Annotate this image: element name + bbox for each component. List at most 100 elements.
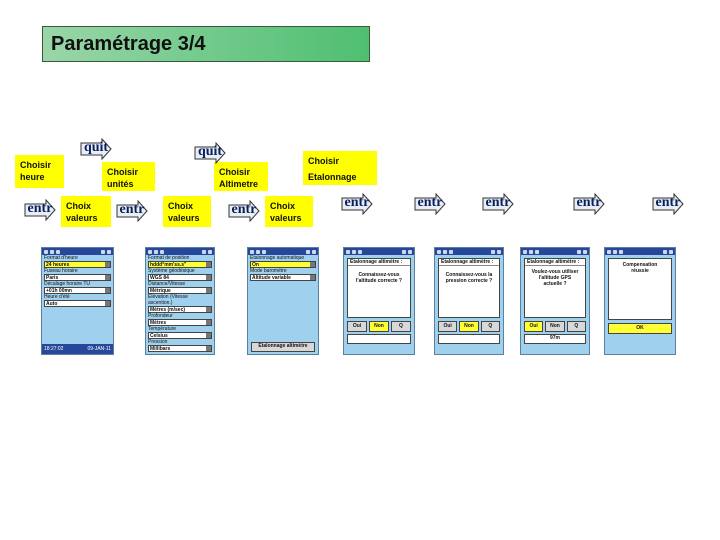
screen-dialog-gps: Etalonnage altimètre : Voulez-vous utili…	[520, 247, 590, 355]
entr-button[interactable]: entr	[116, 200, 148, 222]
field-label: Profondeur	[148, 313, 173, 319]
status-bar	[435, 248, 503, 255]
arrow-right-icon	[24, 199, 56, 221]
dialog-line: Compensation	[622, 262, 658, 268]
screen-compensation: Compensation réussie OK	[604, 247, 676, 355]
dialog-line: actuelle ?	[543, 281, 567, 287]
arrow-right-icon	[414, 193, 446, 215]
quit-button[interactable]: quit	[80, 138, 112, 160]
entr-button[interactable]: entr	[482, 193, 514, 215]
entr-button[interactable]: entr	[341, 193, 373, 215]
screen-dialog-pression: Etalonnage altimètre : Connaissez-vous l…	[434, 247, 504, 355]
no-button[interactable]: Non	[459, 321, 479, 332]
field-label: Heure d'été	[44, 294, 70, 300]
auto-calibration-select[interactable]: On	[250, 261, 316, 268]
timezone-select[interactable]: Paris	[44, 274, 111, 281]
dialog-header: Etalonnage altimètre :	[525, 259, 585, 266]
entr-label: entr	[485, 195, 511, 210]
yes-button[interactable]: Oui	[524, 321, 544, 332]
entr-label: entr	[655, 195, 681, 210]
dialog-line: Connaissez-vous	[358, 272, 400, 278]
screen-unites: Format de position hddd°mm'ss.s" Système…	[145, 247, 215, 355]
yes-button[interactable]: Oui	[347, 321, 367, 332]
arrow-right-icon	[80, 138, 112, 160]
pressure-select[interactable]: Millibars	[148, 345, 212, 352]
arrow-right-icon	[652, 193, 684, 215]
field-label: Décalage horaire TU	[44, 281, 91, 287]
entr-label: entr	[27, 201, 53, 216]
entr-label: entr	[576, 195, 602, 210]
status-bar	[605, 248, 675, 255]
label-choisir-unites: Choisir unités	[102, 162, 155, 191]
dialog-readout	[438, 334, 500, 344]
status-bar	[42, 248, 113, 255]
arrow-right-icon	[341, 193, 373, 215]
dialog-header: Etalonnage altimètre :	[439, 259, 499, 266]
dialog-box: Etalonnage altimètre : Voulez-vous utili…	[524, 258, 586, 318]
entr-button[interactable]: entr	[24, 199, 56, 221]
dialog-line: Voulez-vous utiliser	[531, 269, 579, 275]
calibrate-altimeter-button[interactable]: Etalonnage altimètre	[251, 342, 315, 352]
entr-label: entr	[231, 202, 257, 217]
q-button[interactable]: Q	[391, 321, 411, 332]
label-choix-valeurs-1: Choix valeurs	[61, 196, 111, 227]
yes-button[interactable]: Oui	[438, 321, 458, 332]
dialog-line: pression correcte ?	[445, 278, 493, 284]
elevation-select[interactable]: Mètres (m/sec)	[148, 306, 212, 313]
status-bar	[146, 248, 214, 255]
quit-label: quit	[83, 140, 109, 155]
arrow-right-icon	[194, 142, 226, 164]
entr-label: entr	[417, 195, 443, 210]
gps-altitude-readout: 97m	[524, 334, 586, 344]
no-button[interactable]: Non	[369, 321, 389, 332]
arrow-right-icon	[573, 193, 605, 215]
clock-time: 18:27:02	[44, 346, 64, 352]
entr-label: entr	[344, 195, 370, 210]
no-button[interactable]: Non	[545, 321, 565, 332]
dialog-line: l'altitude GPS	[538, 275, 572, 281]
arrow-right-icon	[116, 200, 148, 222]
entr-button[interactable]: entr	[573, 193, 605, 215]
entr-button[interactable]: entr	[414, 193, 446, 215]
entr-button[interactable]: entr	[652, 193, 684, 215]
distance-select[interactable]: Métrique	[148, 287, 212, 294]
barometer-mode-select[interactable]: Altitude variable	[250, 274, 316, 281]
depth-select[interactable]: Mètres	[148, 319, 212, 326]
entr-button[interactable]: entr	[228, 200, 260, 222]
ok-button[interactable]: OK	[608, 323, 672, 334]
entr-label: entr	[119, 202, 145, 217]
clock-bar: 18:27:02 09-JAN-11	[42, 344, 113, 354]
dialog-readout	[347, 334, 411, 344]
dst-select[interactable]: Auto	[44, 300, 111, 307]
dialog-line: réussie	[631, 268, 649, 274]
dialog-header: Etalonnage altimètre :	[348, 259, 410, 266]
dialog-box: Compensation réussie	[608, 258, 672, 320]
dialog-box: Etalonnage altimètre : Connaissez-vous l…	[347, 258, 411, 318]
field-label: Température	[148, 326, 177, 332]
field-label: Format de position	[148, 255, 190, 261]
clock-date: 09-JAN-11	[87, 346, 111, 352]
label-line: Choisir	[308, 156, 340, 166]
utc-offset-field[interactable]: +01h 00mn	[44, 287, 111, 294]
status-bar	[521, 248, 589, 255]
field-label: Format d'heure	[44, 255, 78, 261]
field-label: Fuseau horaire	[44, 268, 78, 274]
status-bar	[344, 248, 414, 255]
datum-select[interactable]: WGS 84	[148, 274, 212, 281]
field-label: Système géodésique	[148, 268, 195, 274]
field-label: Etalonnage automatique	[250, 255, 305, 261]
quit-button[interactable]: quit	[194, 142, 226, 164]
screen-altimetre: Etalonnage automatique On Mode barométre…	[247, 247, 319, 355]
label-choisir-heure: Choisir heure	[15, 155, 64, 188]
screen-dialog-altitude: Etalonnage altimètre : Connaissez-vous l…	[343, 247, 415, 355]
label-line: Etalonnage	[308, 172, 357, 182]
screen-heure: Format d'heure 24 heures Fuseau horaire …	[41, 247, 114, 355]
arrow-right-icon	[482, 193, 514, 215]
q-button[interactable]: Q	[480, 321, 500, 332]
position-format-select[interactable]: hddd°mm'ss.s"	[148, 261, 212, 268]
dialog-line: l'altitude correcte ?	[356, 278, 402, 284]
time-format-select[interactable]: 24 heures	[44, 261, 111, 268]
temperature-select[interactable]: Celsius	[148, 332, 212, 339]
q-button[interactable]: Q	[566, 321, 586, 332]
label-choisir-altimetre: Choisir Altimetre	[214, 162, 268, 191]
